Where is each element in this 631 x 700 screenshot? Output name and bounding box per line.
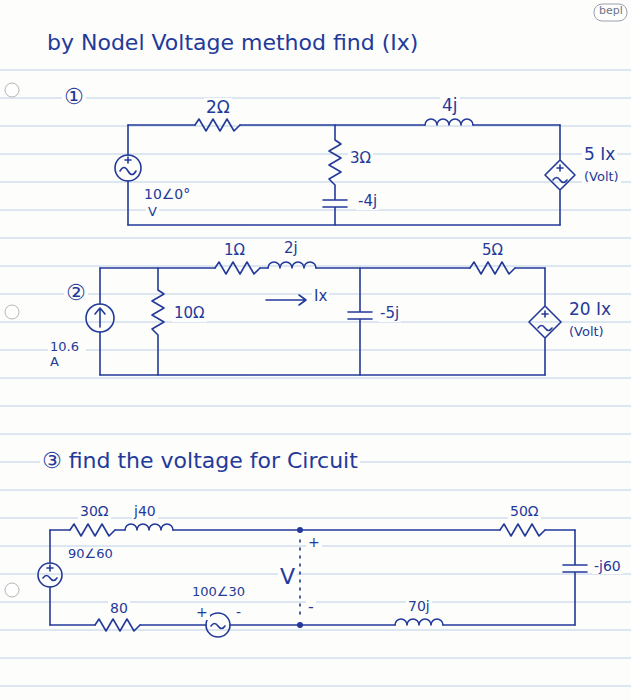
circuit-label: 5Ω bbox=[480, 242, 505, 259]
circuit-label: 2j bbox=[282, 240, 300, 257]
circuit-label: -j60 bbox=[592, 558, 623, 574]
circuit-label: 1Ω bbox=[222, 242, 247, 259]
page-title: by Nodel Voltage method find (Ix) bbox=[45, 30, 420, 55]
circuit-label: Ix bbox=[312, 288, 329, 305]
circuit-label: 2Ω bbox=[204, 98, 232, 118]
circuit-label: (Volt) bbox=[567, 325, 606, 340]
circuit-label: 5 Ix bbox=[582, 145, 617, 165]
circuit-label: 30Ω bbox=[78, 503, 111, 519]
circuit-label: 3Ω bbox=[348, 150, 373, 167]
circuit-label: V bbox=[278, 564, 297, 589]
watermark-stamp: bepl bbox=[597, 5, 625, 18]
circuit-label: 10∠0° bbox=[142, 186, 192, 202]
circuit-label: ② bbox=[64, 280, 88, 305]
circuit-label: + bbox=[306, 534, 322, 550]
circuit-label: 20 Ix bbox=[567, 300, 613, 320]
circuit-label: -4j bbox=[356, 193, 379, 210]
circuit-label: ③ find the voltage for Circuit bbox=[40, 448, 360, 473]
circuit-label: 100∠30 bbox=[190, 585, 247, 600]
circuit-label: - bbox=[306, 598, 316, 616]
circuit-label: ① bbox=[62, 84, 86, 109]
circuit-label: -5j bbox=[378, 305, 401, 322]
circuit-label: 50Ω bbox=[508, 503, 541, 519]
circuit-label: 10Ω bbox=[172, 305, 207, 322]
circuit-label: 90∠60 bbox=[66, 547, 115, 562]
circuit-label: (Volt) bbox=[582, 170, 621, 185]
circuit-label: 10.6 A bbox=[48, 340, 86, 370]
circuit-label: + bbox=[194, 604, 210, 620]
circuit-label: 4j bbox=[440, 96, 460, 116]
circuit-label: 70j bbox=[406, 598, 432, 614]
circuit-label: j40 bbox=[132, 503, 158, 519]
circuit-label: V bbox=[146, 205, 159, 220]
circuit-label: 80 bbox=[108, 600, 130, 616]
circuit-label: - bbox=[234, 604, 243, 620]
